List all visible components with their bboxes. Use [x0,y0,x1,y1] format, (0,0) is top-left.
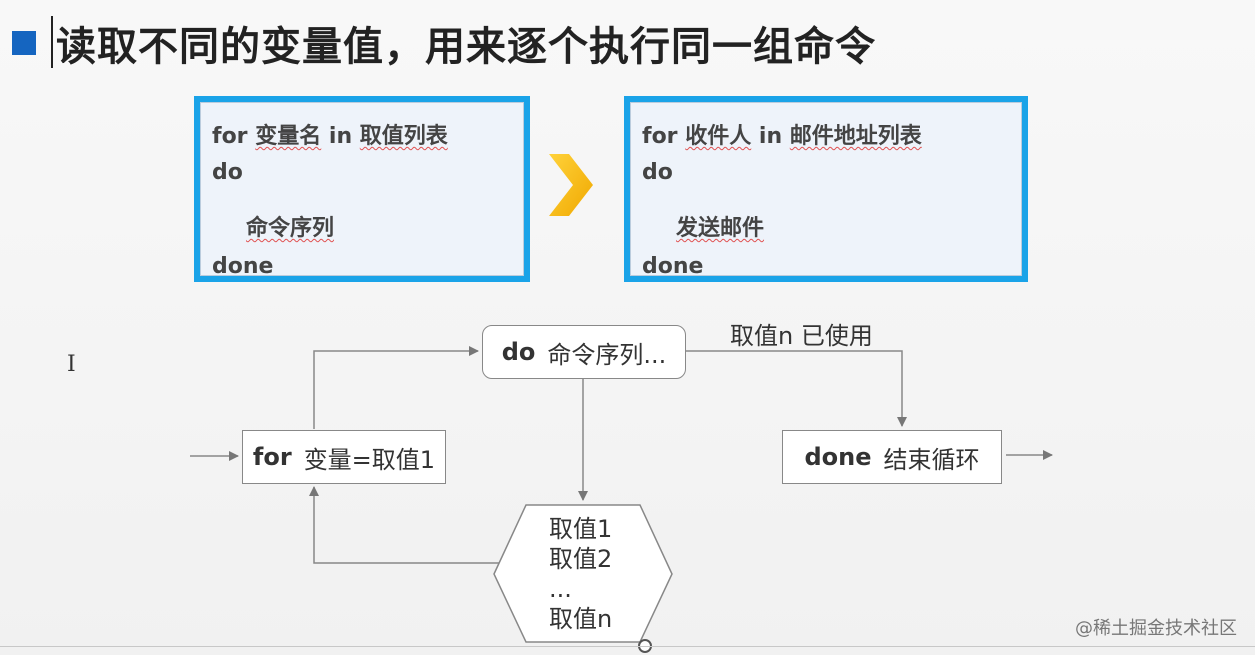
flow-for-text: 变量=取值1 [303,445,436,474]
text-caret [51,16,53,68]
flow-done-text: 结束循环 [883,445,980,474]
flow-do-box[interactable]: do 命令序列... [482,325,686,379]
flow-done-keyword: done [804,443,872,471]
flow-value-item: 取值1 [549,515,613,543]
syntax-in-keyword: in [328,124,353,149]
flow-value-item: 取值2 [549,545,613,573]
do-to-done-arrow [685,350,907,427]
values-to-for-arrow [309,486,522,564]
flow-for-box[interactable]: for 变量=取值1 [242,430,446,484]
for-to-do-arrow [313,346,479,429]
example-line-done: done [642,254,704,279]
watermark: @稀土掘金技术社区 [1075,618,1237,639]
text-cursor-icon: I [67,352,76,377]
slide-title[interactable]: 读取不同的变量值，用来逐个执行同一组命令 [56,24,876,70]
example-in-keyword: in [758,124,783,149]
syntax-var-name: 变量名 [255,124,322,149]
flow-values-list: 取值1 取值2 ... 取值n [549,514,612,634]
example-address-list: 邮件地址列表 [789,124,922,149]
title-bullet-square [12,31,36,55]
chevron-right-icon [549,154,593,216]
syntax-value-list: 取值列表 [359,124,448,149]
example-recipient: 收件人 [685,124,752,149]
example-line-send-mail: 发送邮件 [676,216,765,241]
example-code-box[interactable]: for 收件人 in 邮件地址列表 do 发送邮件 done [624,96,1028,282]
syntax-line-for: for 变量名 in 取值列表 [212,118,448,150]
syntax-code-box[interactable]: for 变量名 in 取值列表 do 命令序列 done [194,96,530,282]
flow-used-label: 取值n 已使用 [730,322,873,350]
flow-value-item: 取值n [549,605,613,633]
example-line-do: do [642,160,673,185]
flow-done-box[interactable]: done 结束循环 [782,430,1002,484]
syntax-line-do: do [212,160,243,185]
values-hexagon [493,504,673,643]
syntax-line-commands: 命令序列 [246,216,335,241]
bottom-divider [0,646,1255,647]
flow-do-keyword: do [501,338,536,366]
example-for-keyword: for [642,124,678,149]
flow-for-keyword: for [252,443,292,471]
syntax-line-done: done [212,254,274,279]
flow-value-item: ... [549,575,572,603]
syntax-for-keyword: for [212,124,248,149]
example-line-for: for 收件人 in 邮件地址列表 [642,118,922,150]
flow-do-text: 命令序列... [547,340,667,369]
